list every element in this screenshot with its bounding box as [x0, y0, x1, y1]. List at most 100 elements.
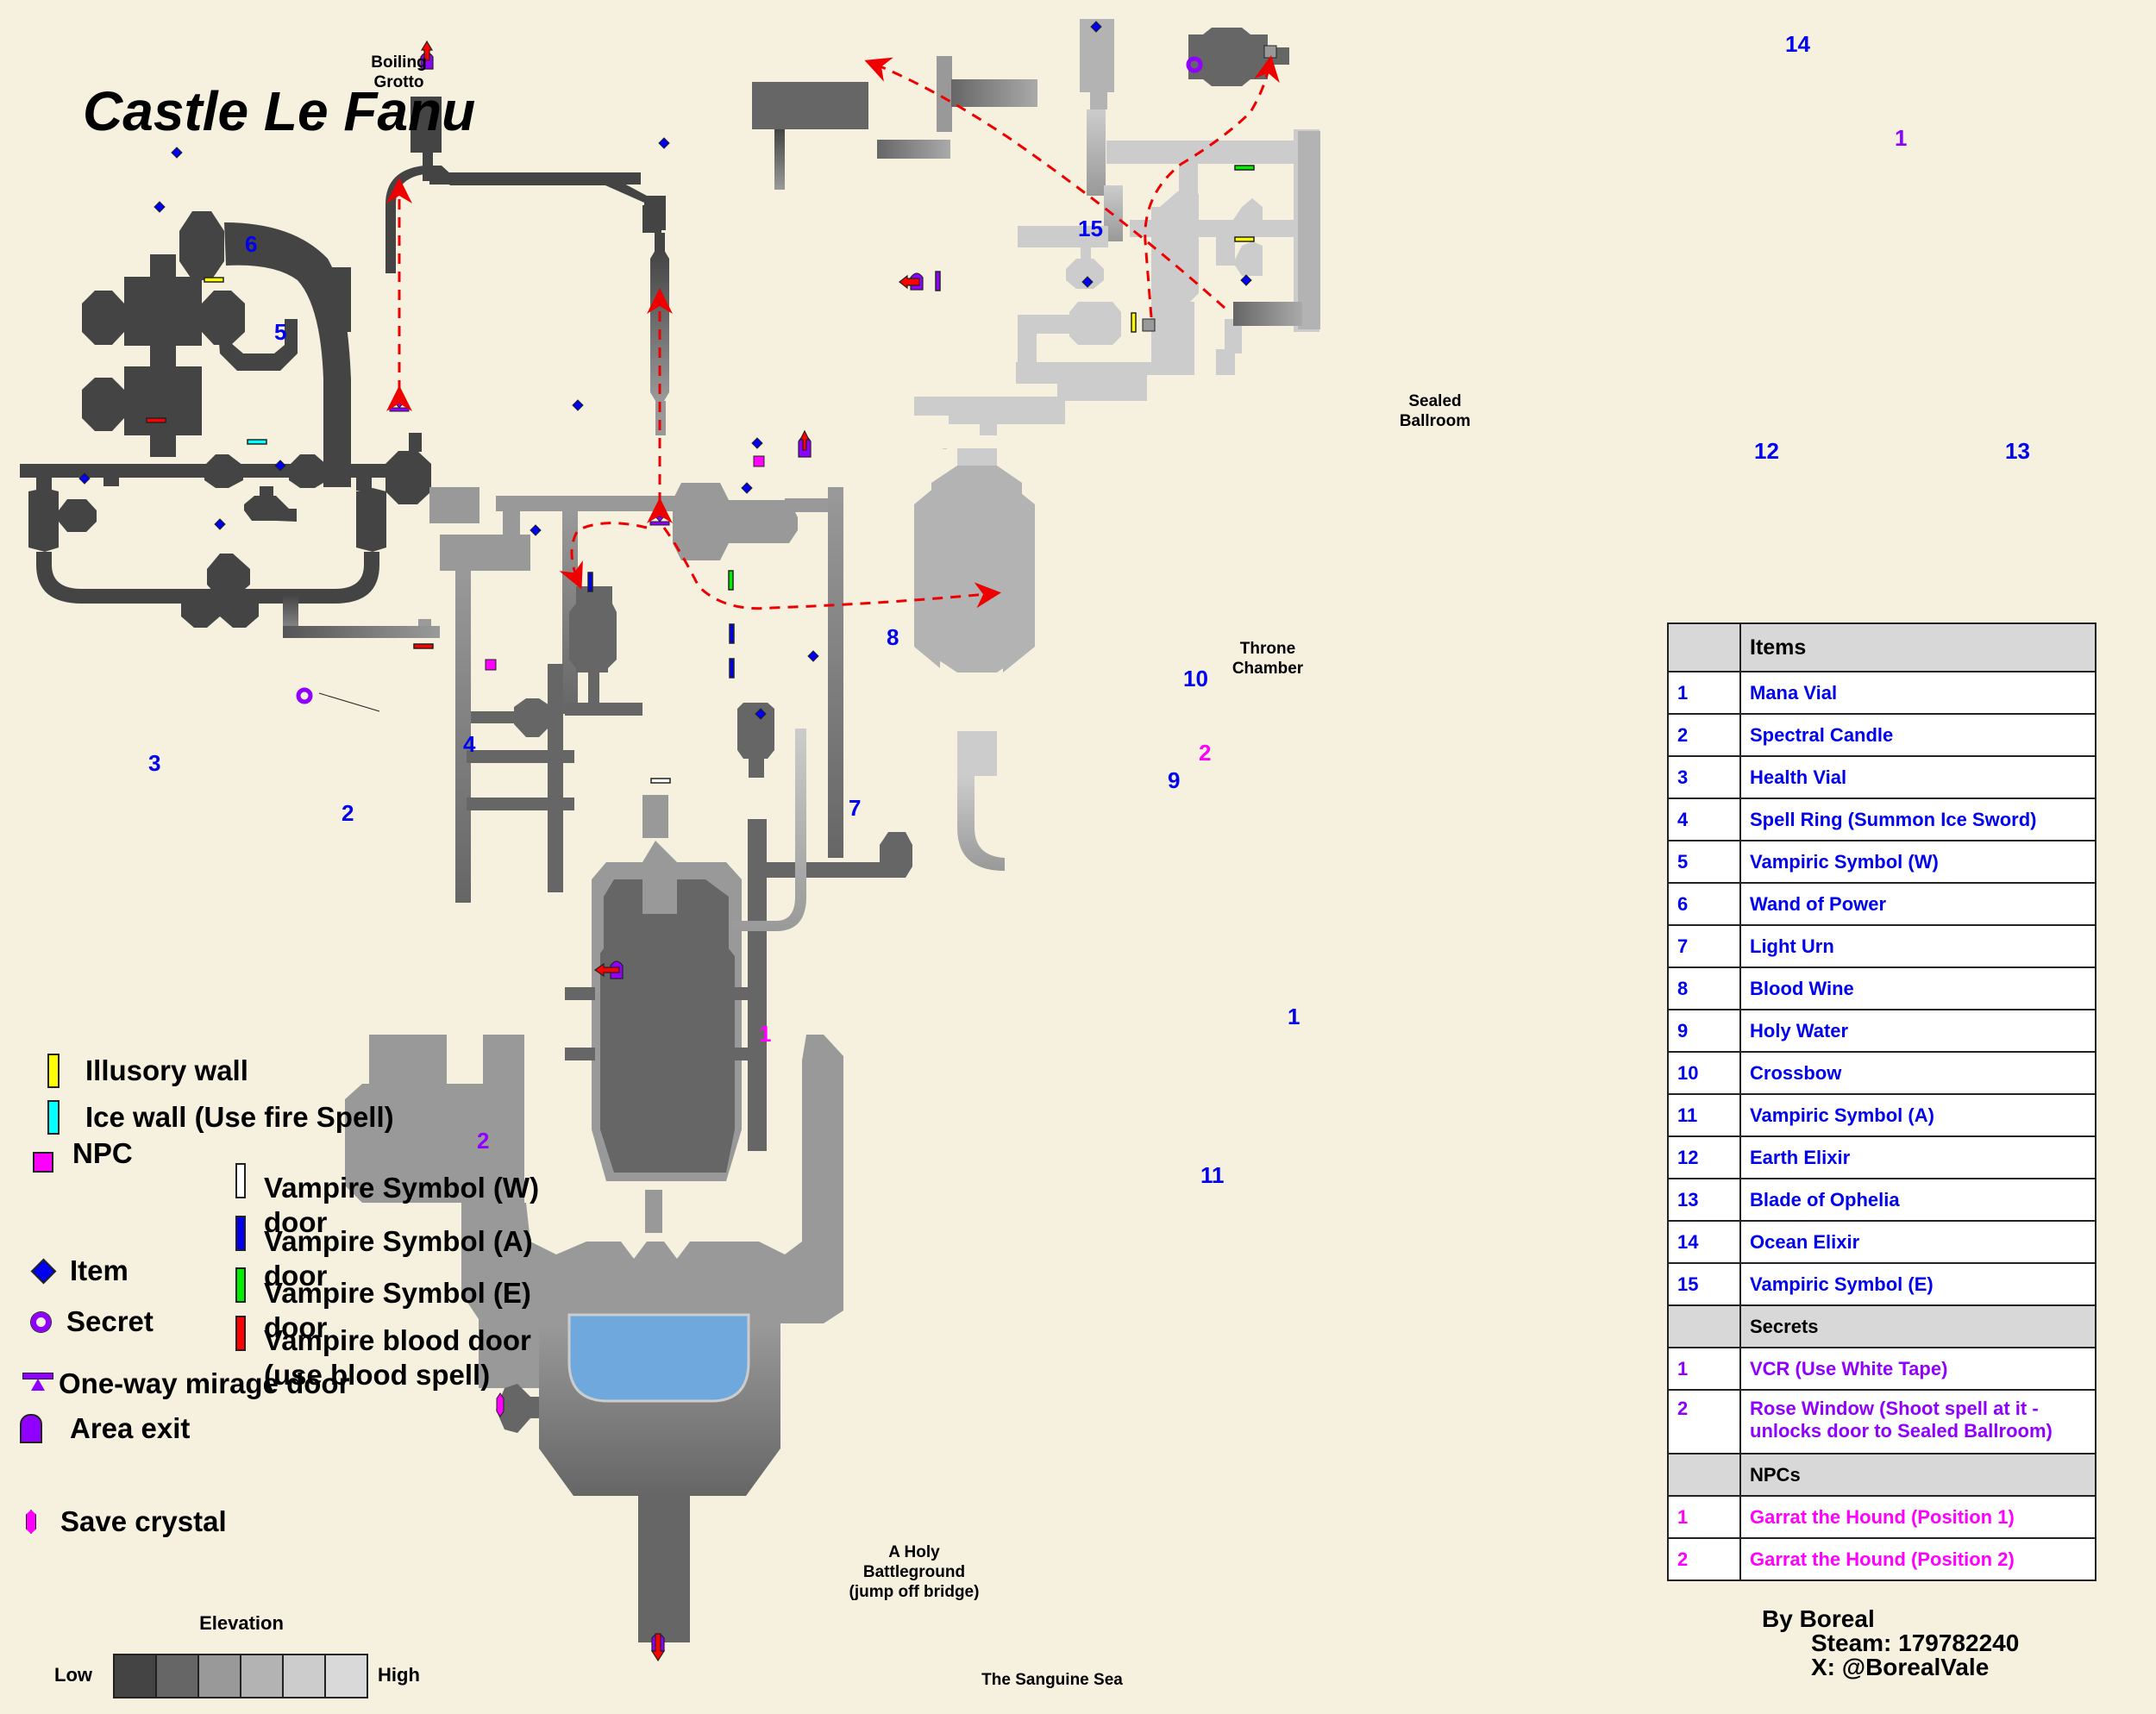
symbol-a-door — [729, 623, 735, 644]
illusory-wall — [204, 277, 224, 283]
symbol-w-door — [650, 778, 671, 784]
legend-illusory-wall: Illusory wall — [47, 1054, 248, 1088]
illusory-wall — [1131, 312, 1137, 333]
elevation-swatch-2 — [157, 1655, 199, 1697]
npc-2-icon — [753, 455, 765, 467]
row-number: 13 — [1667, 1178, 1741, 1222]
elevation-low-label: Low — [54, 1664, 92, 1686]
row-name: Vampiric Symbol (A) — [1739, 1093, 2096, 1137]
row-name: Ocean Elixir — [1739, 1220, 2096, 1264]
illusory-wall-icon — [47, 1054, 60, 1088]
symbol-e-door — [1234, 165, 1255, 171]
row-name: Spectral Candle — [1739, 713, 2096, 757]
row-name: Crossbow — [1739, 1051, 2096, 1095]
row-name: Holy Water — [1739, 1009, 2096, 1053]
section-title: NPCs — [1739, 1453, 2096, 1497]
item-7-icon — [530, 524, 542, 536]
row-number: 1 — [1667, 671, 1741, 715]
npc-1-icon — [485, 659, 497, 671]
credits-steam: Steam: 179782240 — [1811, 1630, 2020, 1656]
mirage-door-icon — [22, 1373, 53, 1395]
item-9-icon — [741, 482, 753, 494]
table-section-header: Secrets — [1667, 1304, 2096, 1348]
exit-label-sealed-ballroom: Sealed Ballroom — [1399, 392, 1471, 430]
row-number: 14 — [1667, 1220, 1741, 1264]
map-item-9-label: 9 — [1168, 767, 1181, 793]
map-item-1-label: 1 — [1288, 1004, 1300, 1029]
elevation-swatch-5 — [284, 1655, 326, 1697]
symbol-a-door — [587, 572, 593, 592]
item-icon — [30, 1258, 57, 1284]
credits-author: By Boreal — [1762, 1605, 1875, 1632]
row-number: 1 — [1667, 1347, 1741, 1391]
row-name: Light Urn — [1739, 924, 2096, 968]
legend-area-exit: Area exit — [20, 1412, 190, 1445]
item-10-icon — [751, 437, 763, 449]
door-markers — [146, 165, 1255, 784]
ice-wall-icon — [47, 1100, 60, 1135]
row-name: Rose Window (Shoot spell at it - unlocks… — [1739, 1389, 2096, 1454]
row-number: 2 — [1667, 713, 1741, 757]
elevation-title: Elevation — [199, 1612, 284, 1634]
map-item-5-label: 5 — [274, 319, 287, 345]
elevation-swatch-1 — [115, 1655, 157, 1697]
elevation-swatch-4 — [241, 1655, 284, 1697]
row-name: Garrat the Hound (Position 1) — [1739, 1495, 2096, 1539]
row-name: Blade of Ophelia — [1739, 1178, 2096, 1222]
map-item-2-label: 2 — [342, 800, 354, 826]
row-name: Vampiric Symbol (E) — [1739, 1262, 2096, 1306]
credits-x: X: @BorealVale — [1811, 1654, 1990, 1680]
map-secret-1-label: 1 — [1895, 125, 1908, 151]
row-number: 7 — [1667, 924, 1741, 968]
item-6-icon — [171, 147, 183, 159]
item-1-icon — [807, 650, 819, 662]
row-number: 4 — [1667, 798, 1741, 841]
legend-ice-wall: Ice wall (Use fire Spell) — [47, 1100, 394, 1135]
secret-2-icon — [296, 687, 313, 704]
exit-label-sanguine-sea: The Sanguine Sea — [981, 1671, 1123, 1689]
mirage-door-arrow — [654, 516, 666, 522]
save-crystal-icon — [26, 1510, 36, 1534]
symbol-e-door — [728, 570, 734, 591]
item-14-icon — [1090, 21, 1102, 33]
row-name: Mana Vial — [1739, 671, 2096, 715]
exit-label-boiling-grotto: Boiling Grotto — [371, 53, 427, 91]
symbol-e-door-icon — [235, 1267, 246, 1303]
row-name: Earth Elixir — [1739, 1135, 2096, 1179]
row-name: Garrat the Hound (Position 2) — [1739, 1537, 2096, 1581]
save-crystal-icon — [496, 1392, 505, 1417]
map-npc-2-label: 2 — [1199, 740, 1212, 766]
route-lines — [386, 55, 1280, 610]
secret-icon — [31, 1311, 51, 1332]
elevation-swatch-6 — [326, 1655, 367, 1697]
item-markers — [78, 21, 1252, 720]
map-item-4-label: 4 — [463, 731, 476, 757]
map-item-12-label: 12 — [1754, 438, 1779, 464]
legend-mirage-door: One-way mirage door — [22, 1367, 349, 1400]
symbol-w-door-icon — [235, 1163, 246, 1198]
map-title: Castle Le Fanu — [83, 80, 476, 142]
row-name: Health Vial — [1739, 755, 2096, 799]
area-exit-icon — [20, 1414, 42, 1443]
map-item-13-label: 13 — [2005, 438, 2030, 464]
ice-wall — [247, 439, 267, 445]
npc-icon — [33, 1152, 53, 1173]
row-name: Blood Wine — [1739, 966, 2096, 1010]
west-wing — [20, 211, 431, 628]
item-15-icon — [658, 137, 670, 149]
row-number: 9 — [1667, 1009, 1741, 1053]
row-number: 12 — [1667, 1135, 1741, 1179]
map-item-11-label: 11 — [1200, 1162, 1225, 1188]
symbol-a-door — [729, 658, 735, 679]
